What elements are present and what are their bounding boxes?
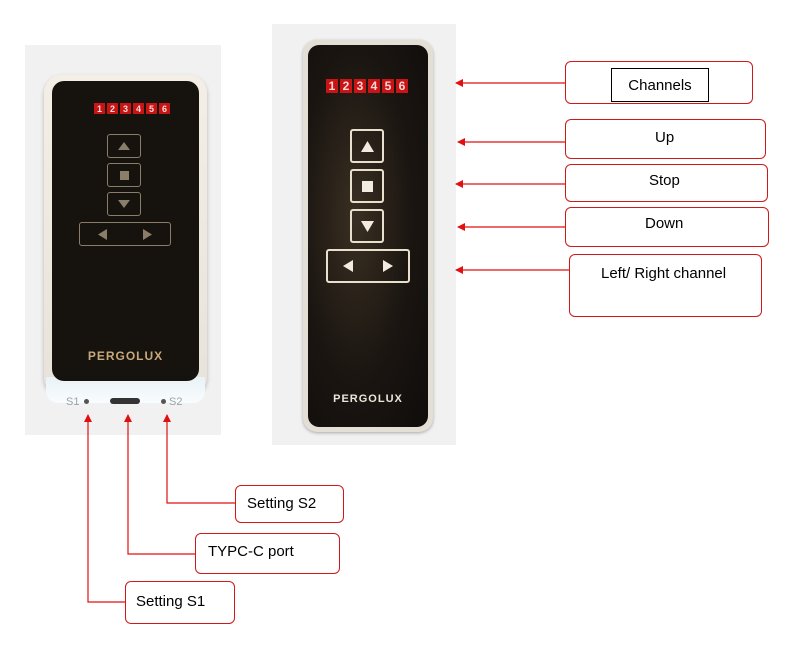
s1-label: S1	[66, 396, 80, 408]
callout-up: Up	[565, 119, 766, 159]
up-triangle-icon	[118, 142, 130, 150]
remote-perspective-view: 1 2 3 4 5 6 PERGOLUX	[44, 75, 207, 403]
callout-setting-s2-text: Setting S2	[247, 495, 317, 512]
callout-setting-s2: Setting S2	[235, 485, 344, 523]
arrow-type-c	[124, 414, 195, 555]
up-triangle-icon	[360, 140, 374, 152]
left-right-button[interactable]	[326, 249, 410, 283]
remote-front-view: 1 2 3 4 5 6 PERGOLUX	[303, 40, 433, 432]
right-triangle-icon	[143, 228, 152, 240]
up-button[interactable]	[107, 134, 141, 158]
callout-setting-s1: Setting S1	[125, 581, 235, 624]
callout-down: Down	[565, 207, 769, 247]
channel-led-2: 2	[340, 79, 352, 93]
remote-face: 1 2 3 4 5 6 PERGOLUX	[308, 45, 428, 427]
stop-square-icon	[119, 170, 129, 180]
s2-label: S2	[169, 396, 183, 408]
callout-stop-text: Stop	[649, 172, 680, 189]
down-button[interactable]	[107, 192, 141, 216]
channel-led-1: 1	[94, 103, 105, 114]
channel-led-4: 4	[133, 103, 144, 114]
remote-face: 1 2 3 4 5 6 PERGOLUX	[52, 81, 199, 381]
callout-left-right: Left/ Right channel	[569, 254, 762, 317]
s2-setting-hole[interactable]	[161, 399, 166, 404]
channel-leds: 1 2 3 4 5 6	[326, 79, 408, 93]
s1-setting-hole[interactable]	[84, 399, 89, 404]
left-right-button[interactable]	[79, 222, 171, 246]
callout-down-text: Down	[645, 215, 684, 232]
channel-led-3: 3	[354, 79, 366, 93]
callout-setting-s1-text: Setting S1	[136, 593, 206, 610]
stop-button[interactable]	[107, 163, 141, 187]
stop-square-icon	[361, 180, 373, 192]
channel-led-4: 4	[368, 79, 380, 93]
callout-up-text: Up	[655, 129, 675, 146]
callout-channels-inner-box: Channels	[611, 68, 709, 102]
callout-type-c-text: TYPC-C port	[208, 543, 294, 560]
channel-led-1: 1	[326, 79, 338, 93]
down-triangle-icon	[360, 220, 374, 232]
arrow-setting-s2	[163, 414, 235, 504]
arrow-setting-s1	[84, 414, 125, 603]
down-triangle-icon	[118, 200, 130, 208]
brand-logo: PERGOLUX	[87, 349, 164, 363]
channel-led-6: 6	[159, 103, 170, 114]
type-c-port[interactable]	[110, 398, 140, 404]
right-triangle-icon	[383, 260, 393, 272]
callout-type-c: TYPC-C port	[195, 533, 340, 574]
brand-logo: PERGOLUX	[333, 393, 403, 405]
channel-led-3: 3	[120, 103, 131, 114]
channel-led-5: 5	[382, 79, 394, 93]
callout-channels: Channels	[565, 61, 753, 104]
callout-channels-text: Channels	[628, 76, 692, 94]
stop-button[interactable]	[350, 169, 384, 203]
callout-stop: Stop	[565, 164, 768, 202]
left-triangle-icon	[98, 228, 107, 240]
channel-leds: 1 2 3 4 5 6	[94, 103, 170, 114]
up-button[interactable]	[350, 129, 384, 163]
callout-left-right-text: Left/ Right channel	[601, 265, 727, 282]
left-triangle-icon	[343, 260, 353, 272]
down-button[interactable]	[350, 209, 384, 243]
channel-led-6: 6	[396, 79, 408, 93]
channel-led-5: 5	[146, 103, 157, 114]
channel-led-2: 2	[107, 103, 118, 114]
